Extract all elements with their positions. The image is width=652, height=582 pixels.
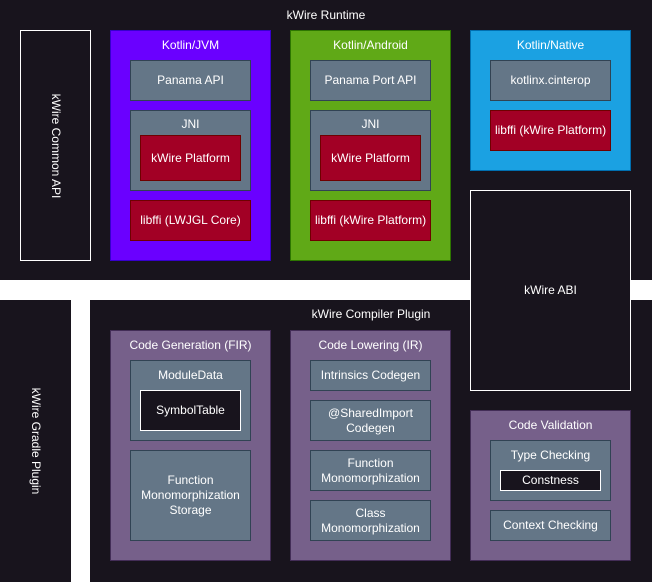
code-lowering-title: Code Lowering (IR)	[318, 338, 423, 352]
kotlin-native-title: Kotlin/Native	[516, 38, 585, 52]
kotlin-android-title: Kotlin/Android	[333, 38, 408, 52]
android-kwire-platform: kWire Platform	[320, 135, 421, 181]
function-monomorphization: Function Monomorphization	[310, 450, 431, 491]
runtime-title: kWire Runtime	[286, 8, 366, 22]
compiler-plugin-title: kWire Compiler Plugin	[311, 307, 431, 321]
intrinsics-codegen: Intrinsics Codegen	[310, 360, 431, 391]
native-cinterop: kotlinx.cinterop	[490, 60, 611, 101]
shared-import-codegen: @SharedImport Codegen	[310, 400, 431, 441]
gradle-plugin-container: kWire Gradle Plugin	[0, 300, 71, 582]
android-libffi: libffi (kWire Platform)	[310, 200, 431, 241]
common-api-box: kWire Common API	[20, 30, 91, 261]
kotlin-jvm-title: Kotlin/JVM	[161, 38, 220, 52]
common-api-label: kWire Common API	[48, 93, 63, 198]
context-checking: Context Checking	[490, 510, 611, 541]
code-generation-title: Code Generation (FIR)	[129, 338, 252, 352]
class-monomorphization: Class Monomorphization	[310, 500, 431, 541]
jvm-kwire-platform: kWire Platform	[140, 135, 241, 181]
gradle-plugin-label: kWire Gradle Plugin	[28, 387, 43, 495]
jvm-libffi: libffi (LWJGL Core)	[130, 200, 251, 241]
code-validation-title: Code Validation	[508, 418, 593, 432]
native-libffi: libffi (kWire Platform)	[490, 110, 611, 151]
kwire-abi-box: kWire ABI	[470, 190, 631, 391]
jvm-jni-title: JNI	[181, 117, 200, 131]
module-data-title: ModuleData	[158, 368, 223, 382]
android-jni-title: JNI	[361, 117, 380, 131]
android-panama-port-api: Panama Port API	[310, 60, 431, 101]
symbol-table-box: SymbolTable	[140, 390, 241, 431]
constness-box: Constness	[500, 470, 601, 491]
jvm-panama-api: Panama API	[130, 60, 251, 101]
type-checking-title: Type Checking	[510, 448, 591, 462]
function-mono-storage: Function Monomorphization Storage	[130, 450, 251, 541]
